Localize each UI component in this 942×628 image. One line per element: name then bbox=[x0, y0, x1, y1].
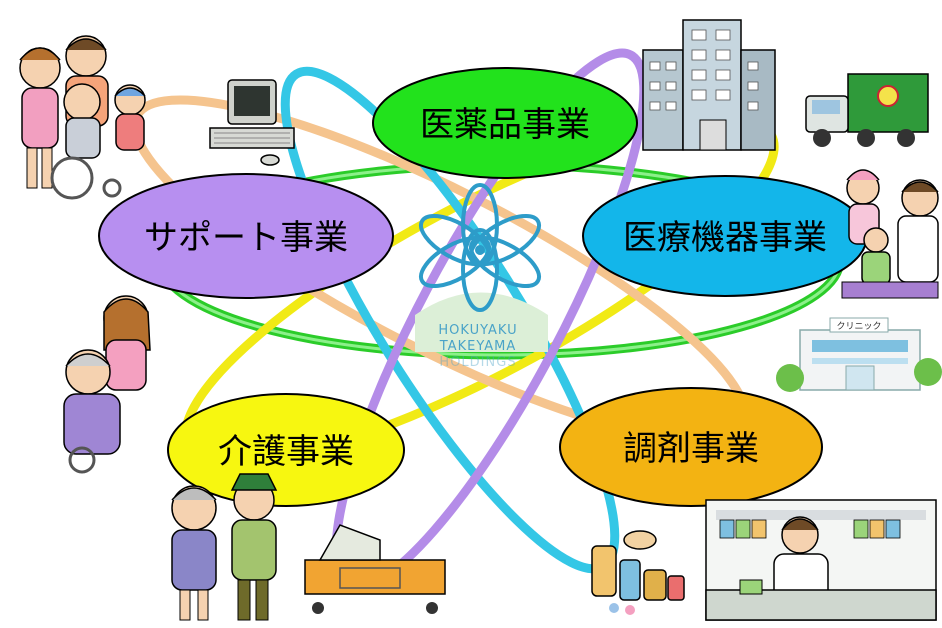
computer-icon bbox=[209, 79, 295, 166]
node-dispensing-label: 調剤事業 bbox=[623, 429, 759, 469]
family-icon bbox=[19, 35, 146, 200]
node-care: 介護事業 bbox=[167, 393, 405, 507]
company-logo: HOKUYAKU TAKEYAMA HOLDINGS bbox=[415, 183, 548, 370]
node-pharma: 医薬品事業 bbox=[372, 67, 638, 179]
node-support-label: サポート事業 bbox=[144, 218, 348, 258]
medicine-bottles-icon bbox=[591, 530, 685, 615]
truck-icon bbox=[805, 73, 929, 147]
logo-line3: HOLDINGS bbox=[439, 355, 516, 370]
node-dispensing: 調剤事業 bbox=[559, 387, 823, 507]
clinic-sign: クリニック bbox=[836, 321, 881, 332]
node-pharma-label: 医薬品事業 bbox=[420, 105, 590, 145]
clinic-icon: クリニック bbox=[776, 317, 942, 392]
node-support: サポート事業 bbox=[98, 173, 394, 299]
node-medical-devices-label: 医療機器事業 bbox=[623, 218, 827, 258]
flower-icon bbox=[419, 183, 541, 312]
pharmacist-icon bbox=[705, 499, 937, 621]
caregiver-icon bbox=[63, 295, 151, 474]
logo-hill bbox=[415, 292, 548, 352]
logo-center-dot bbox=[475, 245, 485, 255]
doctor-nurse-icon bbox=[841, 169, 939, 299]
logo-line2: TAKEYAMA bbox=[439, 339, 517, 354]
node-medical-devices: 医療機器事業 bbox=[582, 175, 868, 297]
care-bed-icon bbox=[304, 524, 446, 614]
hospital-building-icon bbox=[642, 19, 776, 151]
node-care-label: 介護事業 bbox=[218, 432, 354, 472]
elderly-couple-icon bbox=[171, 473, 278, 621]
logo-line1: HOKUYAKU bbox=[438, 323, 517, 338]
